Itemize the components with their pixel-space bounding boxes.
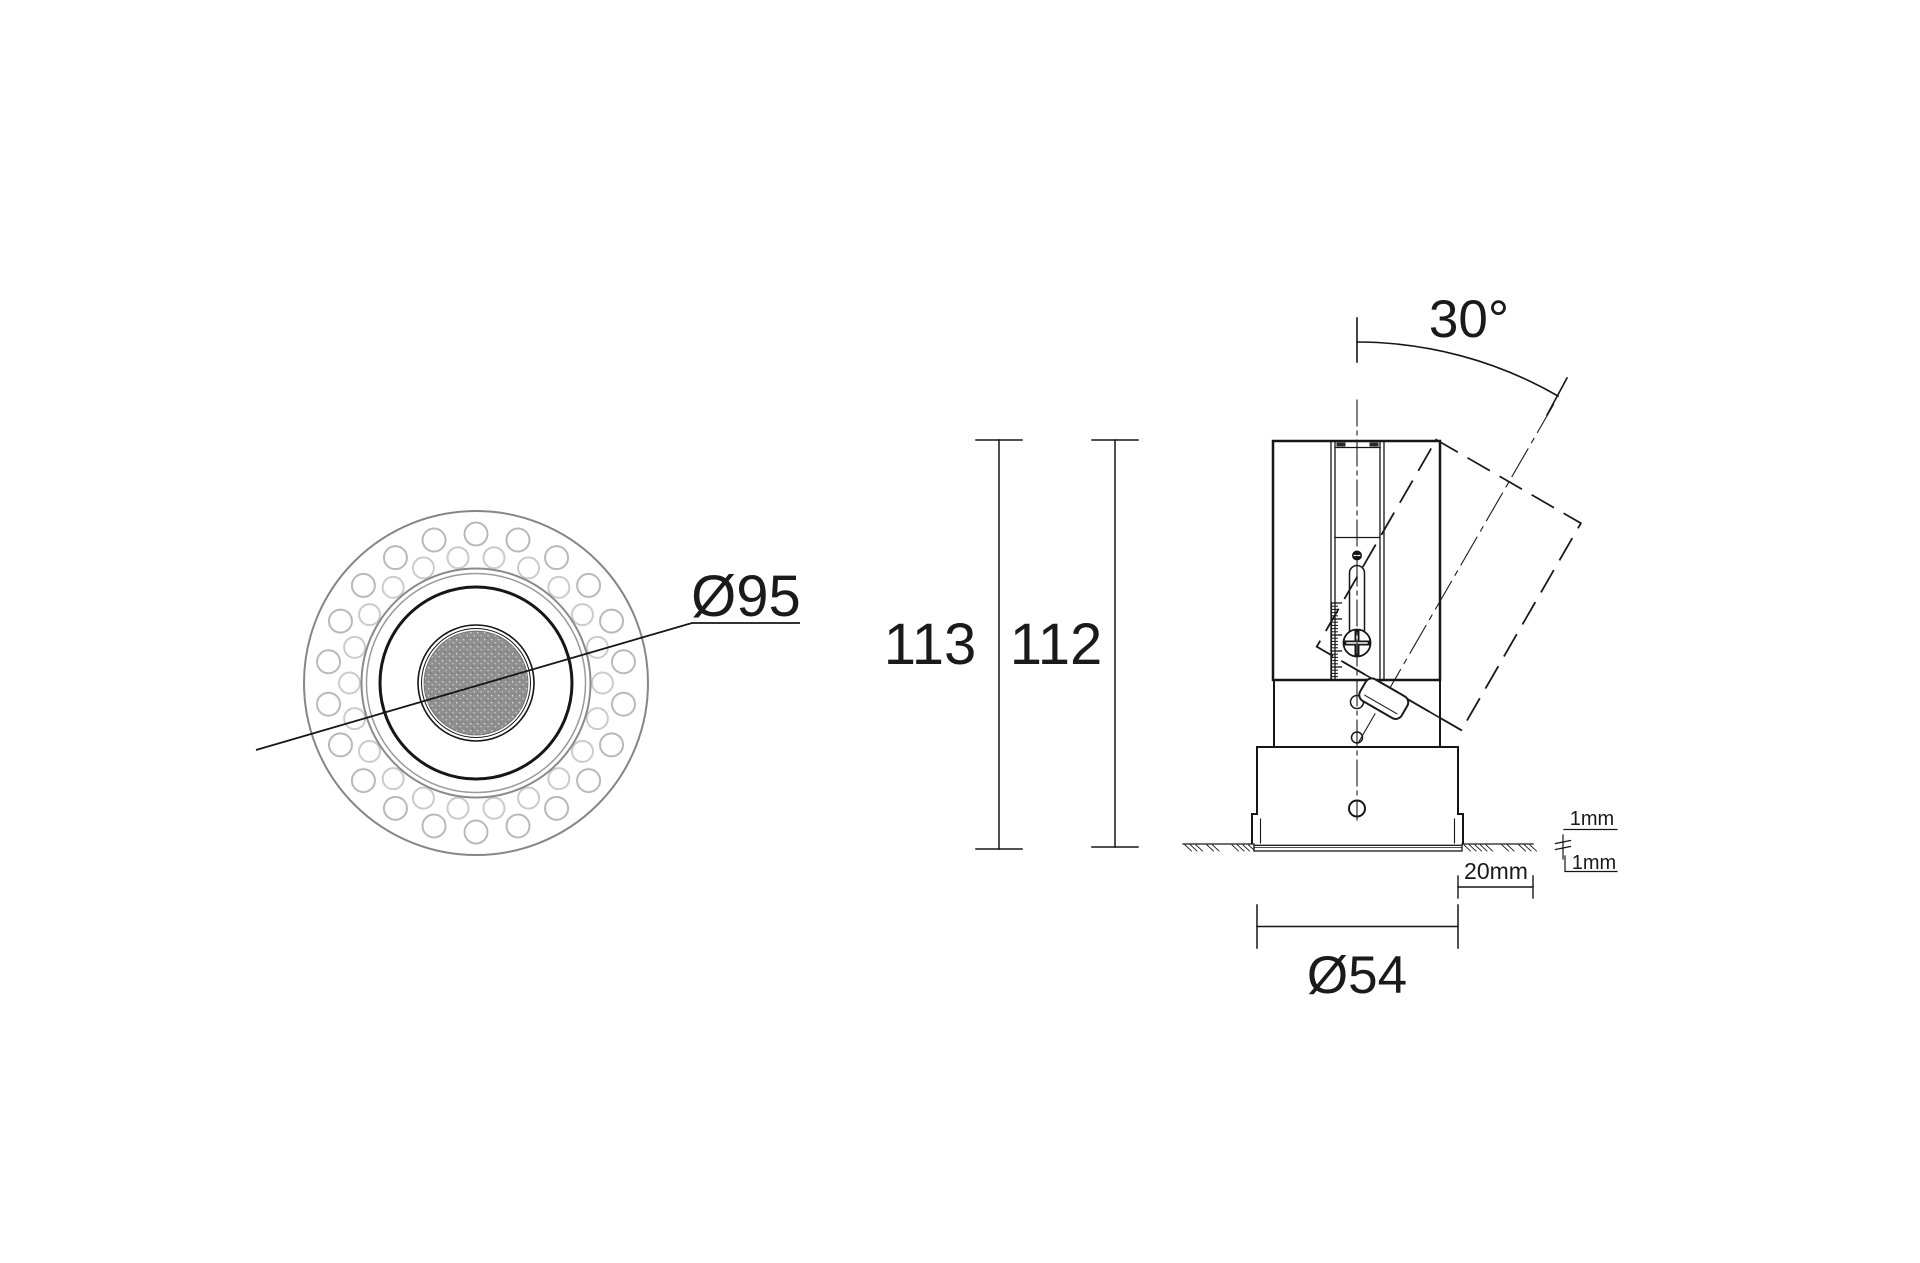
perforation-dot	[358, 739, 382, 763]
perforation-dot	[327, 732, 353, 758]
perforation-dot	[446, 796, 470, 820]
perforation-dot	[576, 768, 602, 794]
tilt-scale-ruler	[1330, 602, 1343, 680]
aperture-dimension-label: Ø95	[691, 564, 801, 629]
ceiling-hatch-tick	[1463, 844, 1472, 852]
front-lens-rim-inner	[421, 628, 531, 738]
perforation-dot	[358, 603, 382, 627]
perforation-dot	[610, 649, 636, 675]
recessed-can	[1251, 746, 1464, 844]
perforation-dot	[350, 768, 376, 794]
perforation-dot	[610, 691, 636, 717]
channel-hatch-cell	[1336, 442, 1346, 447]
ceiling-hatch-tick	[1529, 844, 1538, 852]
perforation-dot	[327, 608, 353, 634]
perforation-dot	[338, 671, 361, 695]
perforation-dot	[421, 813, 447, 839]
perforation-dot	[463, 521, 489, 547]
dimension-112	[1091, 439, 1139, 848]
front-aperture-circle	[378, 585, 574, 781]
dimension-cutout	[1256, 904, 1459, 949]
tilt-angle-label: 30°	[1429, 290, 1509, 349]
ceiling-hatch-tick	[1242, 844, 1251, 852]
ceiling-hatch-tick	[1211, 844, 1220, 852]
ceiling-hatch-tick	[1506, 844, 1515, 852]
trim-above-label: 1mm	[1570, 808, 1614, 830]
angle-ref-tick-tilted	[1545, 376, 1569, 417]
ceiling-hatch-tick	[1184, 844, 1193, 852]
ceiling-hatch-tick	[1501, 844, 1510, 852]
front-lens-disc	[423, 630, 529, 736]
tilted-module-phantom	[1315, 403, 1583, 745]
ceiling-hatch-tick	[1206, 844, 1215, 852]
edge-offset-label: 20mm	[1464, 858, 1528, 884]
tilted-lamp-lens-line	[1364, 694, 1398, 715]
perforation-dot	[599, 732, 625, 758]
ceiling-hatch-tick	[1518, 844, 1527, 852]
perforation-dot	[350, 572, 376, 598]
perforation-dot	[382, 795, 408, 821]
perforation-dot	[316, 649, 342, 675]
ceiling-hatch-tick	[1195, 844, 1204, 852]
perforation-dot	[343, 635, 367, 659]
perforation-dot	[585, 707, 609, 731]
cutout-diameter-label: Ø54	[1307, 946, 1407, 1005]
perforation-dot	[547, 575, 571, 599]
perforation-dot	[411, 786, 435, 810]
perforation-dot	[382, 545, 408, 571]
ceiling-hatch-tick	[1231, 844, 1240, 852]
trim-below-label: 1mm	[1572, 852, 1616, 874]
perforation-dot	[544, 545, 570, 571]
perforation-dot	[570, 603, 594, 627]
angle-arc	[1356, 341, 1560, 398]
ceiling-hatch-tick	[1523, 844, 1532, 852]
perforation-dot	[517, 786, 541, 810]
perforation-dot	[316, 691, 342, 717]
height-recess-label: 112	[1010, 612, 1102, 677]
perforation-dot	[591, 671, 614, 695]
dimension-edge-offset	[1457, 875, 1534, 899]
perforation-dot	[381, 575, 405, 599]
perforation-dot	[421, 527, 447, 553]
front-outer-flange-circle	[303, 510, 649, 856]
perforation-dot	[411, 556, 435, 580]
ceiling-hatch-tick	[1236, 844, 1245, 852]
tilt-indicator	[1356, 317, 1569, 417]
front-view: Ø95	[255, 510, 801, 856]
perforation-dot	[576, 572, 602, 598]
perforation-dot	[599, 608, 625, 634]
perforation-dot	[482, 546, 506, 570]
ceiling-hatch-tick	[1474, 844, 1483, 852]
dimension-trim-thickness	[1554, 828, 1618, 873]
ceiling-hatch-tick	[1479, 844, 1488, 852]
ceiling-hatch-tick	[1189, 844, 1198, 852]
front-lens-rim-outer	[417, 624, 535, 742]
perforation-dot	[547, 767, 571, 791]
perforation-dot	[517, 556, 541, 580]
trim-plate	[1253, 844, 1463, 852]
aperture-leader-line	[255, 622, 800, 751]
perforation-dot	[463, 819, 489, 845]
height-overall-label: 113	[884, 612, 976, 677]
perforation-dot	[544, 795, 570, 821]
tilted-lamp-bezel	[1358, 677, 1410, 720]
perforation-dot	[585, 635, 609, 659]
side-view: 30° 113 112 Ø54	[884, 290, 1618, 1005]
front-gray-ring-inner	[365, 572, 587, 794]
ceiling-hatch-tick	[1468, 844, 1477, 852]
perforation-dot	[570, 739, 594, 763]
ceiling-hatch-tick	[1485, 844, 1494, 852]
perforation-dot	[505, 813, 531, 839]
perforation-dot	[446, 546, 470, 570]
channel-hatch-cell	[1369, 442, 1379, 447]
perforation-dot	[381, 767, 405, 791]
perforation-dot	[505, 527, 531, 553]
adjustment-channel	[1330, 440, 1385, 681]
perforation-dot	[482, 796, 506, 820]
dimension-113	[975, 439, 1023, 850]
ceiling-hatch	[1184, 844, 1538, 852]
